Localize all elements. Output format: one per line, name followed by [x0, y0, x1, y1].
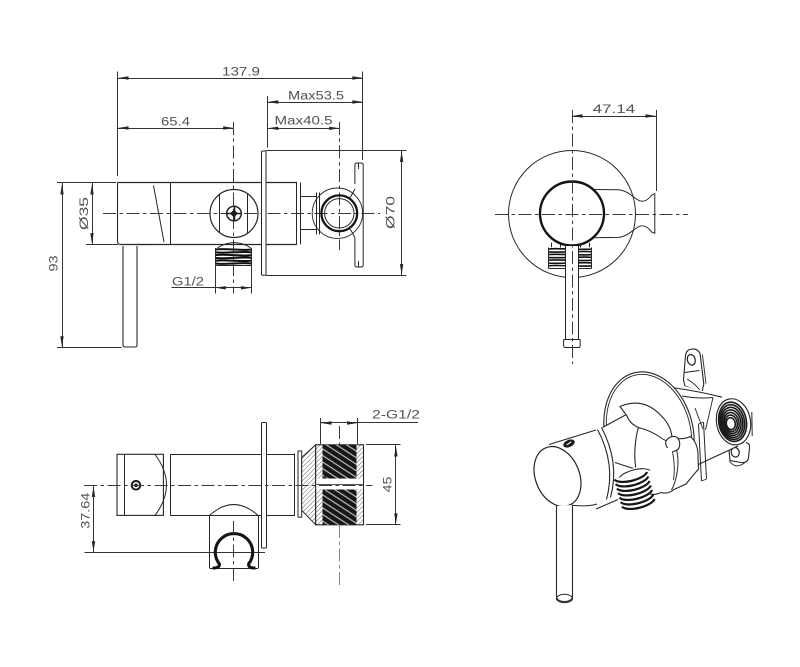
svg-text:Max40.5: Max40.5 — [275, 115, 333, 127]
svg-text:93: 93 — [49, 256, 61, 272]
svg-text:65.4: 65.4 — [161, 116, 191, 128]
svg-text:Max53.5: Max53.5 — [288, 91, 344, 103]
svg-text:37.64: 37.64 — [81, 492, 93, 529]
svg-text:2-G1/2: 2-G1/2 — [372, 410, 420, 422]
svg-text:137.9: 137.9 — [222, 67, 260, 79]
svg-text:Ø35: Ø35 — [79, 197, 91, 230]
svg-text:Ø70: Ø70 — [386, 196, 398, 229]
svg-text:G1/2: G1/2 — [172, 276, 204, 288]
svg-text:47.14: 47.14 — [593, 104, 636, 116]
svg-text:45: 45 — [382, 477, 394, 493]
